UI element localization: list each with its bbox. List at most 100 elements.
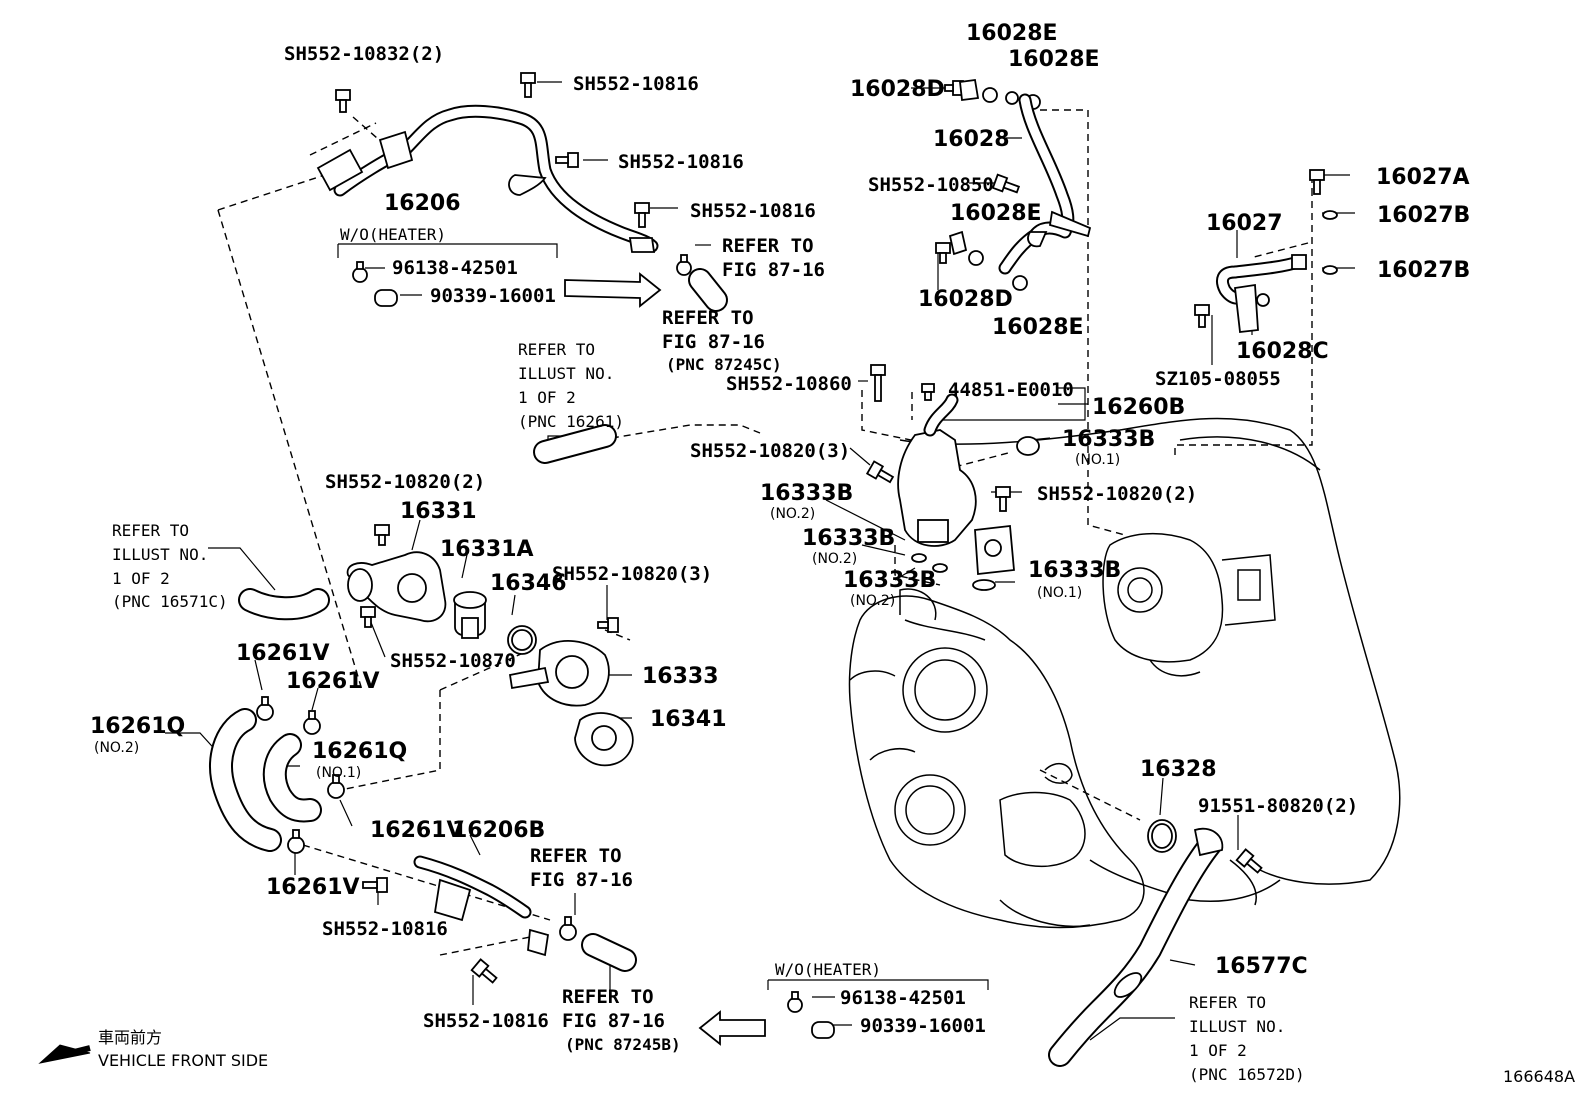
washer-icon [1322, 210, 1338, 220]
label-16027b: 16027B [1377, 258, 1470, 283]
pipe-16028 [948, 78, 1092, 275]
bolt-icon [335, 89, 351, 113]
label-16027b: 16027B [1377, 203, 1470, 228]
label-fig-87-16: FIG 87-16 [722, 259, 825, 281]
rings-and-washers [507, 87, 1338, 853]
label-16331: 16331 [400, 499, 477, 524]
label-fig-87-16: FIG 87-16 [530, 869, 633, 891]
bolt-icon [597, 617, 619, 633]
label-sh552-10820-3: SH552-10820(3) [690, 440, 850, 462]
label-1-of-2: 1 OF 2 [112, 569, 170, 588]
bolt-icon [362, 877, 388, 893]
label-illust-no: ILLUST NO. [112, 545, 208, 564]
label-sh552-10816: SH552-10816 [573, 73, 699, 95]
clamp-icon [327, 774, 345, 799]
gasket-16341 [574, 712, 634, 767]
label-sh552-10816: SH552-10816 [423, 1010, 549, 1032]
label-refer-to: REFER TO [1189, 993, 1266, 1012]
pipe-16206b [413, 855, 550, 957]
turbocharger-outline [1102, 532, 1224, 663]
clamp-icon [287, 829, 305, 854]
bolt-icon [520, 72, 536, 98]
label-16333: 16333 [642, 664, 719, 689]
bolt-icon [1235, 848, 1263, 874]
label-refer-to: REFER TO [518, 340, 595, 359]
label-16261q: 16261Q [90, 714, 185, 739]
arrow-left-icon [698, 1010, 766, 1046]
bolt-icon [360, 606, 376, 628]
bolt-icon [1309, 169, 1325, 195]
label-16346: 16346 [490, 571, 567, 596]
hose-cap-icon [374, 289, 398, 307]
label-16028: 16028 [933, 127, 1010, 152]
label-16261v: 16261V [236, 641, 330, 666]
label-wo-heater: W/O(HEATER) [340, 225, 446, 244]
gasket-icon [968, 250, 984, 266]
label-sh552-10816: SH552-10816 [618, 151, 744, 173]
gasket-icon [982, 87, 998, 103]
label-16028e: 16028E [1008, 47, 1100, 72]
assembly-dashed-lines [217, 109, 1313, 956]
bolt-icon [870, 364, 886, 402]
label-pnc-16571c: (PNC 16571C) [112, 592, 228, 611]
bolt-icon [470, 958, 498, 984]
label-fig-87-16: FIG 87-16 [562, 1010, 665, 1032]
label-16028c: 16028C [1236, 339, 1329, 364]
label-sh552-10870: SH552-10870 [390, 650, 516, 672]
label-16261v: 16261V [286, 669, 380, 694]
label-illust-no: ILLUST NO. [1189, 1017, 1285, 1036]
label-16028e: 16028E [966, 21, 1058, 46]
label-44851-e0010: 44851-E0010 [948, 379, 1074, 401]
label-96138-42501: 96138-42501 [840, 987, 966, 1009]
label-sh552-10820-2: SH552-10820(2) [1037, 483, 1197, 505]
label-wo-heater: W/O(HEATER) [775, 960, 881, 979]
timing-pulley-outline [902, 647, 988, 733]
bolt-icon [555, 152, 579, 168]
part-labels: SH552-10832(2) SH552-10816 SH552-10816 S… [90, 21, 1575, 1086]
o-ring-icon [1256, 293, 1270, 307]
label-sh552-10820-3: SH552-10820(3) [552, 563, 712, 585]
label-16206b: 16206B [452, 818, 545, 843]
clamp-icon [676, 254, 692, 276]
label-16028d: 16028D [918, 287, 1013, 312]
clamp-icon [559, 916, 577, 941]
label-no2: (NO.2) [770, 506, 815, 522]
thermostat-16331a [453, 591, 487, 639]
label-16028d: 16028D [850, 77, 945, 102]
label-no2: (NO.2) [850, 593, 895, 609]
washer-icon [1322, 265, 1338, 275]
label-90339-16001: 90339-16001 [430, 285, 556, 307]
bolts [335, 72, 1325, 984]
label-16027a: 16027A [1376, 165, 1470, 190]
label-16333b: 16333B [802, 526, 895, 551]
label-16577c: 16577C [1215, 954, 1308, 979]
label-sh552-10816: SH552-10816 [690, 200, 816, 222]
label-refer-to: REFER TO [662, 307, 754, 329]
label-16206: 16206 [384, 191, 461, 216]
label-no2: (NO.2) [94, 740, 139, 756]
label-sh552-10832: SH552-10832(2) [284, 43, 444, 65]
label-no2: (NO.2) [812, 551, 857, 567]
hose-cap-icon [811, 1021, 835, 1039]
label-no1: (NO.1) [316, 765, 361, 781]
label-1-of-2: 1 OF 2 [518, 388, 576, 407]
label-sh552-10860: SH552-10860 [726, 373, 852, 395]
pipe-16577c [1048, 827, 1224, 1067]
label-16260b: 16260B [1092, 395, 1185, 420]
label-pnc-87245b: (PNC 87245B) [565, 1035, 681, 1054]
gasket-icon [1005, 91, 1019, 105]
pipe-16206 [316, 104, 659, 253]
label-no1: (NO.1) [1037, 585, 1082, 601]
water-inlet-16333 [508, 640, 610, 707]
label-refer-to: REFER TO [530, 845, 622, 867]
label-16261v: 16261V [370, 818, 464, 843]
label-16333b: 16333B [760, 481, 853, 506]
label-vehicle-front-side: VEHICLE FRONT SIDE [98, 1051, 268, 1070]
bolt-icon [935, 242, 951, 264]
label-16341: 16341 [650, 707, 727, 732]
clamps [256, 254, 803, 1013]
hoses [209, 268, 835, 1039]
bolt-icon [991, 173, 1021, 194]
label-refer-to: REFER TO [562, 986, 654, 1008]
